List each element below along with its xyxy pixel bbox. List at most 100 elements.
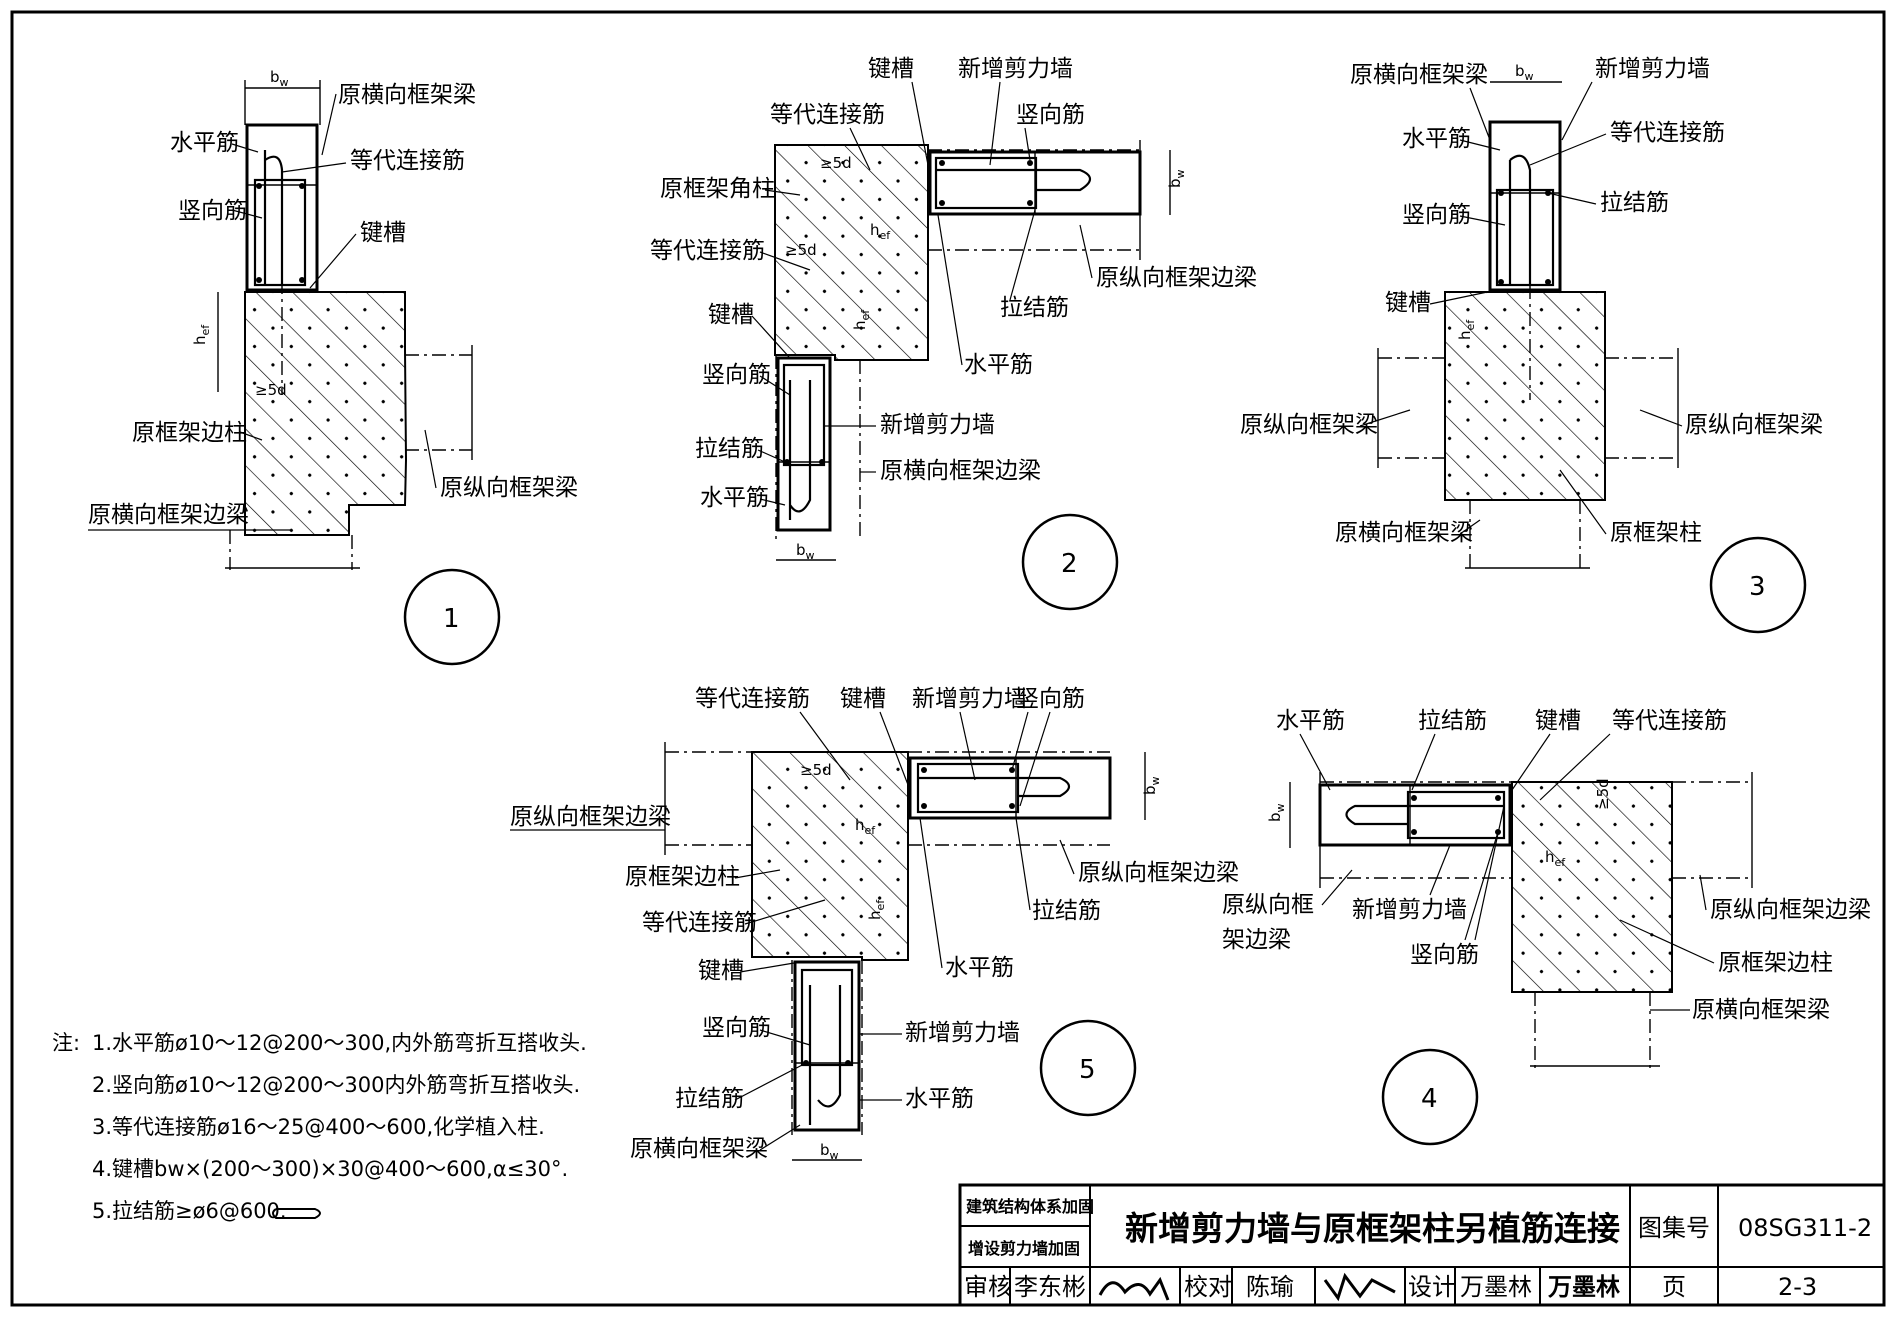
note-3: 3.等代连接筋ø16～25@400～600,化学植入柱.: [92, 1115, 545, 1139]
tb-designer: 万墨林: [1460, 1273, 1532, 1301]
detail-2-marker: [1021, 513, 1119, 611]
label-4-keyslot: 键槽: [1385, 290, 1431, 316]
label-2-conn: 等代连接筋: [770, 102, 885, 128]
detail-3-marker: [1381, 1048, 1479, 1146]
subscript: ef: [199, 324, 212, 336]
tb-design-label: 设计: [1408, 1273, 1456, 1301]
label-2-col: 原框架角柱: [660, 176, 775, 202]
bw-dim-5b: bw: [820, 1141, 839, 1162]
subscript: ef: [865, 824, 877, 837]
detail-4: bw hef 原横向框架梁 新增剪力墙 水平筋 等代连接筋 拉结筋 竖向筋 键槽…: [1240, 56, 1823, 634]
label-1-beam: 原横向框架梁: [338, 82, 476, 108]
tb-atlas-label: 图集号: [1638, 1214, 1710, 1242]
detail-1-marker: [403, 568, 501, 666]
label-5-conn2: 等代连接筋: [642, 910, 757, 936]
label-5-lbeamL: 原纵向框架边梁: [510, 804, 671, 830]
label-3-keyslot: 键槽: [1535, 708, 1581, 734]
label-3-vbar: 竖向筋: [1410, 942, 1479, 968]
label-1-edgebeam: 原横向框架边梁: [88, 502, 249, 528]
label-5-col: 原框架边柱: [625, 864, 740, 890]
label-5-hbar: 水平筋: [945, 955, 1014, 981]
sheet-border: [10, 10, 1886, 1307]
label-1-hbar: 水平筋: [170, 130, 239, 156]
label-2-keyslot2: 键槽: [708, 302, 754, 328]
label-5-vbar2: 竖向筋: [702, 1015, 771, 1041]
svg-text:1: 1: [443, 604, 460, 634]
checker-signature: [1323, 1272, 1396, 1302]
tb-review-label: 审核: [964, 1273, 1012, 1301]
label-1-conn: 等代连接筋: [350, 148, 465, 174]
tie-hook-icon: [272, 1208, 321, 1219]
label-3-col: 原框架边柱: [1718, 950, 1833, 976]
label-3-tie: 拉结筋: [1418, 708, 1487, 734]
label-5-keyslot: 键槽: [840, 686, 886, 712]
label-2-tie: 拉结筋: [1000, 295, 1069, 321]
bw-dim-5a: bw: [1141, 776, 1162, 795]
label-2-vbar2: 竖向筋: [702, 362, 771, 388]
note-5: 5.拉结筋≥ø6@600.: [92, 1199, 287, 1223]
label-3-lbeamL: 原纵向框: [1222, 892, 1314, 918]
tb-check-label: 校对: [1184, 1273, 1232, 1301]
title-block: 建筑结构体系加固 增设剪力墙加固 新增剪力墙与原框架柱另植筋连接 图集号 08S…: [958, 1183, 1886, 1307]
label-4-lbeamL: 原纵向框架梁: [1240, 412, 1378, 438]
label-3-hbar: 水平筋: [1276, 708, 1345, 734]
5d-dim-1: ≥5d: [255, 381, 287, 399]
label-5-wall2: 新增剪力墙: [905, 1020, 1020, 1046]
label-4-beam: 原横向框架梁: [1350, 62, 1488, 88]
label-3-conn: 等代连接筋: [1612, 708, 1727, 734]
detail-1: bw hef ≥5d 原横向框架梁 水平筋 等代连接筋 竖向筋 键槽 原框架边柱…: [88, 68, 578, 666]
label-5-lbeamR: 原纵向框架边梁: [1078, 860, 1239, 886]
label-4-col: 原框架柱: [1610, 520, 1702, 546]
svg-text:5: 5: [1079, 1055, 1096, 1085]
label-1-col: 原框架边柱: [132, 420, 247, 446]
label-2-keyslot: 键槽: [868, 56, 914, 82]
bw-dim-2a: bw: [1166, 169, 1187, 188]
5d-dim-5: ≥5d: [800, 761, 832, 779]
label-4-vbar: 竖向筋: [1402, 202, 1471, 228]
tb-title: 新增剪力墙与原框架柱另植筋连接: [1125, 1209, 1620, 1248]
subscript: w: [1274, 803, 1287, 812]
label-1-keyslot: 键槽: [360, 220, 406, 246]
5d-dim-3: ≥5d: [1594, 778, 1612, 810]
tb-checker: 陈瑜: [1246, 1273, 1294, 1301]
subscript: w: [806, 549, 815, 562]
note-2: 2.竖向筋ø10～12@200～300内外筋弯折互搭收头.: [92, 1073, 580, 1097]
label-5-tie2: 拉结筋: [675, 1086, 744, 1112]
label-2-tie2: 拉结筋: [695, 436, 764, 462]
svg-text:4: 4: [1421, 1084, 1438, 1114]
note-4: 4.键槽bw×(200～300)×30@400～600,α≤30°.: [92, 1157, 568, 1181]
tb-atlas-no: 08SG311-2: [1738, 1214, 1872, 1242]
label-4-tie: 拉结筋: [1600, 190, 1669, 216]
subscript: w: [1149, 776, 1162, 785]
subscript: ef: [1555, 856, 1567, 869]
subscript: ef: [880, 229, 892, 242]
label-4-conn: 等代连接筋: [1610, 120, 1725, 146]
label-3-lbeamR: 原纵向框架边梁: [1710, 897, 1871, 923]
detail-3: bw hef ≥5d 水平筋 拉结筋 键槽 等代连接筋 原纵向框 架边梁 新增剪…: [1222, 708, 1871, 1146]
tb-designer-sign: 万墨林: [1548, 1273, 1620, 1301]
label-5-beam: 原横向框架梁: [630, 1136, 768, 1162]
subscript: w: [280, 76, 289, 89]
label-2-wall: 新增剪力墙: [958, 56, 1073, 82]
subscript: w: [830, 1149, 839, 1162]
note-1: 1.水平筋ø10～12@200～300,内外筋弯折互搭收头.: [92, 1031, 587, 1055]
5d-dim-2b: ≥5d: [820, 154, 852, 172]
tb-page-label: 页: [1662, 1273, 1686, 1301]
detail-5-marker: [1039, 1019, 1137, 1117]
tb-page-no: 2-3: [1778, 1273, 1817, 1301]
tb-category1: 建筑结构体系加固: [966, 1197, 1094, 1216]
tb-reviewer: 李东彬: [1014, 1273, 1086, 1301]
label-4-hbar: 水平筋: [1402, 126, 1471, 152]
5d-dim-2: ≥5d: [785, 241, 817, 259]
subscript: ef: [859, 309, 872, 321]
subscript: ef: [1464, 319, 1477, 331]
label-2-lbeam: 原纵向框架边梁: [1096, 265, 1257, 291]
label-4-beam2: 原横向框架梁: [1335, 520, 1473, 546]
subscript: ef: [874, 899, 887, 911]
label-1-lbeam: 原纵向框架梁: [440, 475, 578, 501]
label-2-hbar2: 水平筋: [700, 485, 769, 511]
subscript: w: [1525, 70, 1534, 83]
hef-dim-1: hef: [191, 324, 212, 345]
tb-category2: 增设剪力墙加固: [968, 1239, 1080, 1258]
bw-dim-4: bw: [1515, 62, 1534, 83]
